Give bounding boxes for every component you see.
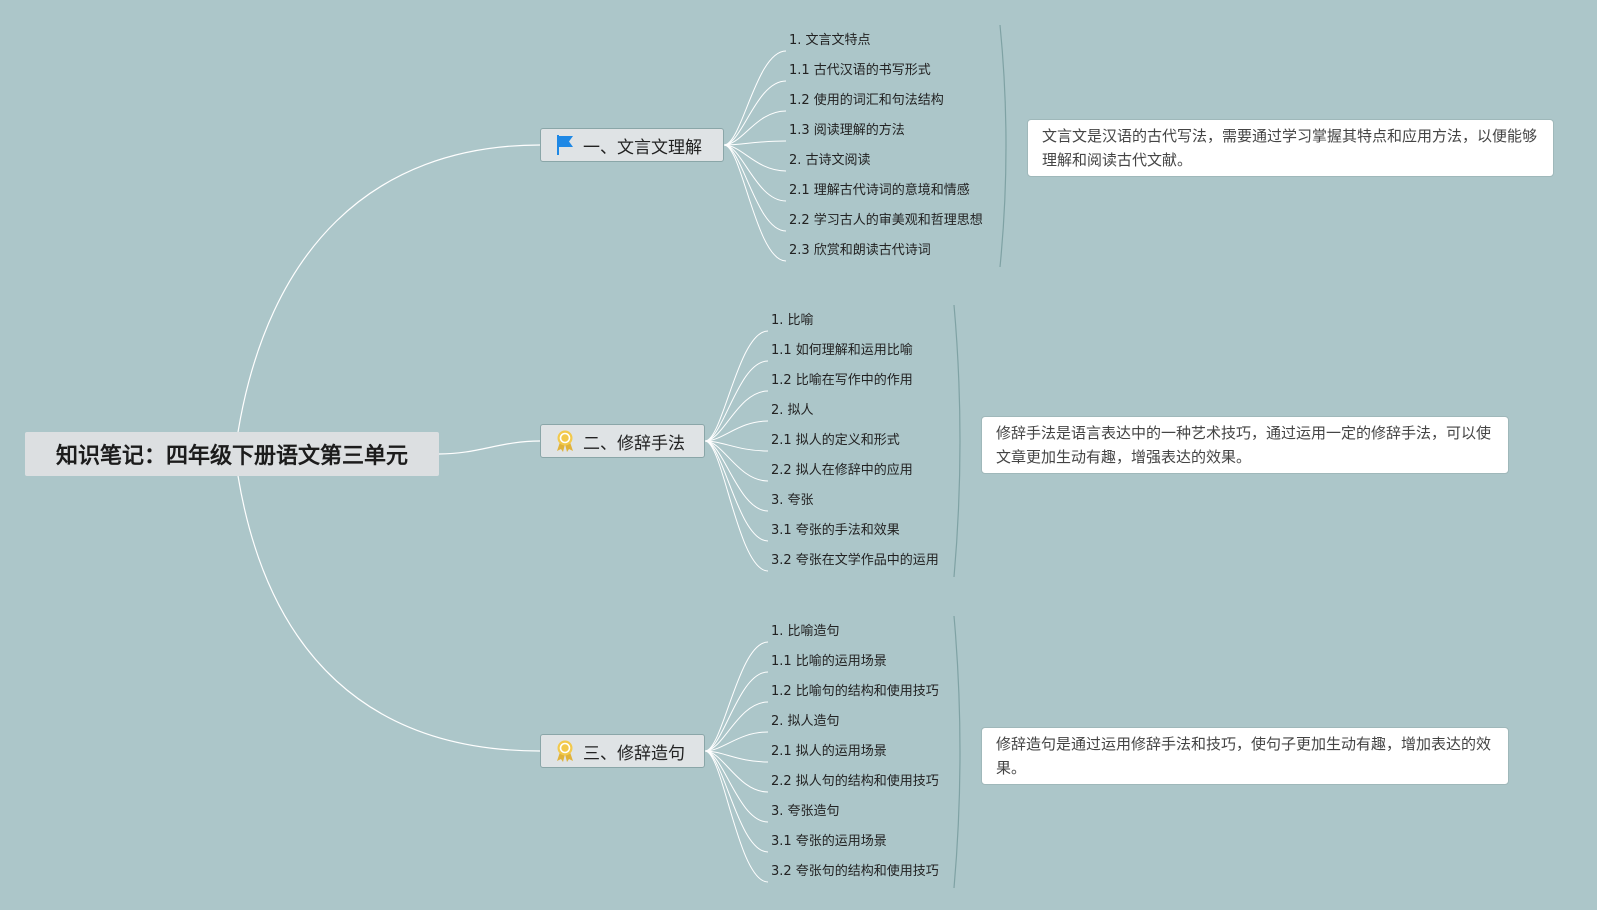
root-link xyxy=(237,144,541,433)
root-topic-label: 知识笔记：四年级下册语文第三单元 xyxy=(55,444,408,469)
subtopic-item[interactable]: 2.1 理解古代诗词的意境和情感 xyxy=(789,183,970,198)
subtopic-link xyxy=(704,750,769,793)
summary-note[interactable]: 修辞手法是语言表达中的一种艺术技巧，通过运用一定的修辞手法，可以使文章更加生动有… xyxy=(981,416,1509,474)
subtopic-item[interactable]: 2.2 拟人句的结构和使用技巧 xyxy=(771,774,939,789)
subtopic-link xyxy=(704,390,769,442)
award-ribbon-icon xyxy=(557,430,573,452)
subtopic-link xyxy=(704,750,769,823)
award-ribbon-icon xyxy=(557,740,573,762)
subtopic-item[interactable]: 2.3 欣赏和朗读古代诗词 xyxy=(789,243,931,258)
subtopic-item[interactable]: 1.2 比喻句的结构和使用技巧 xyxy=(771,684,939,699)
subtopic-item[interactable]: 1.1 古代汉语的书写形式 xyxy=(789,63,931,78)
subtopic-link xyxy=(704,330,769,442)
summary-bracket xyxy=(953,615,961,889)
root-link xyxy=(438,440,541,455)
subtopic-item[interactable]: 3. 夸张造句 xyxy=(771,804,840,819)
subtopic-item[interactable]: 1. 文言文特点 xyxy=(789,33,871,48)
subtopic-link xyxy=(723,144,787,172)
subtopic-link xyxy=(704,440,769,452)
summary-note[interactable]: 文言文是汉语的古代写法，需要通过学习掌握其特点和应用方法，以便能够理解和阅读古代… xyxy=(1027,119,1554,177)
subtopic-link xyxy=(704,750,769,853)
branch-topic-rhetoric[interactable]: 二、修辞手法 xyxy=(540,424,705,458)
branch-topic-label: 一、文言文理解 xyxy=(583,137,702,158)
subtopic-item[interactable]: 3.2 夸张句的结构和使用技巧 xyxy=(771,864,939,879)
subtopic-link xyxy=(723,144,787,232)
summary-bracket xyxy=(999,24,1007,268)
subtopic-item[interactable]: 3.2 夸张在文学作品中的运用 xyxy=(771,553,939,568)
subtopic-item[interactable]: 2.2 拟人在修辞中的应用 xyxy=(771,463,913,478)
subtopic-link xyxy=(723,50,787,146)
subtopic-link xyxy=(704,731,769,752)
subtopic-item[interactable]: 1.3 阅读理解的方法 xyxy=(789,123,905,138)
subtopic-item[interactable]: 1. 比喻 xyxy=(771,313,814,328)
root-topic[interactable]: 知识笔记：四年级下册语文第三单元 xyxy=(25,432,439,476)
subtopic-link xyxy=(704,440,769,512)
subtopic-link xyxy=(723,144,787,202)
subtopic-item[interactable]: 1.2 使用的词汇和句法结构 xyxy=(789,93,944,108)
subtopic-item[interactable]: 1.1 如何理解和运用比喻 xyxy=(771,343,913,358)
subtopic-item[interactable]: 3. 夸张 xyxy=(771,493,814,508)
subtopic-item[interactable]: 1.2 比喻在写作中的作用 xyxy=(771,373,913,388)
summary-note[interactable]: 修辞造句是通过运用修辞手法和技巧，使句子更加生动有趣，增加表达的效果。 xyxy=(981,727,1509,785)
subtopic-item[interactable]: 2.1 拟人的运用场景 xyxy=(771,744,887,759)
subtopic-link xyxy=(704,671,769,752)
subtopic-link xyxy=(704,440,769,542)
summary-bracket xyxy=(953,304,961,578)
subtopic-link xyxy=(704,750,769,883)
subtopic-item[interactable]: 3.1 夸张的手法和效果 xyxy=(771,523,900,538)
root-link xyxy=(237,475,541,752)
branch-topic-rhetoric-sentences[interactable]: 三、修辞造句 xyxy=(540,734,705,768)
subtopic-link xyxy=(723,80,787,146)
subtopic-link xyxy=(723,110,787,146)
branch-topic-label: 三、修辞造句 xyxy=(583,743,685,764)
subtopic-item[interactable]: 1. 比喻造句 xyxy=(771,624,840,639)
branch-topic-classical-chinese[interactable]: 一、文言文理解 xyxy=(540,128,724,162)
subtopic-link xyxy=(704,750,769,763)
subtopic-item[interactable]: 2. 古诗文阅读 xyxy=(789,153,871,168)
subtopic-item[interactable]: 2. 拟人 xyxy=(771,403,814,418)
branch-topic-label: 二、修辞手法 xyxy=(583,433,685,454)
subtopic-item[interactable]: 1.1 比喻的运用场景 xyxy=(771,654,887,669)
flag-icon xyxy=(557,135,573,155)
subtopic-link xyxy=(704,701,769,752)
subtopic-link xyxy=(723,144,787,262)
subtopic-link xyxy=(704,641,769,752)
subtopic-link xyxy=(704,360,769,442)
subtopic-item[interactable]: 2. 拟人造句 xyxy=(771,714,840,729)
subtopic-link xyxy=(704,440,769,572)
subtopic-link xyxy=(704,440,769,482)
subtopic-item[interactable]: 2.1 拟人的定义和形式 xyxy=(771,433,900,448)
subtopic-link xyxy=(723,140,787,146)
subtopic-item[interactable]: 2.2 学习古人的审美观和哲理思想 xyxy=(789,213,983,228)
subtopic-link xyxy=(704,420,769,442)
subtopic-item[interactable]: 3.1 夸张的运用场景 xyxy=(771,834,887,849)
